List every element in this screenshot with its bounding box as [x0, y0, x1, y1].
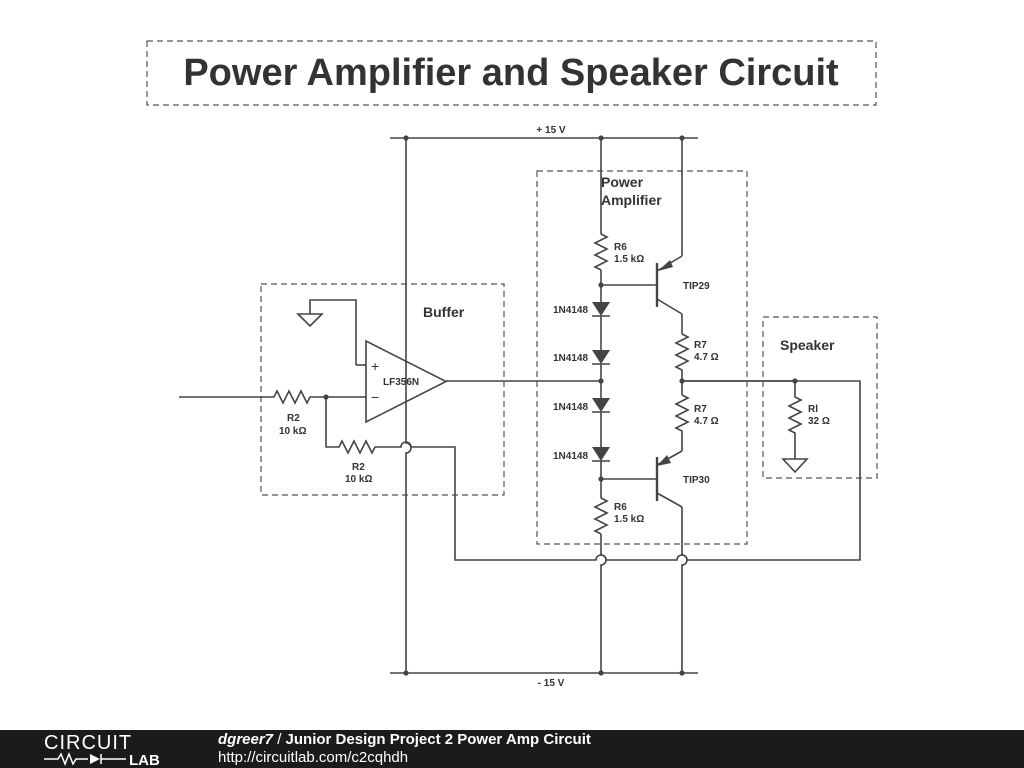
opamp-supply-wire: [405, 138, 412, 673]
speaker-load-rl: [682, 378, 809, 474]
opamp-lf356n: + − LF356N: [365, 339, 448, 424]
tip30-label: TIP30: [683, 475, 710, 486]
r7-top-value: 4.7 Ω: [694, 352, 719, 363]
page-title: Power Amplifier and Speaker Circuit: [183, 52, 839, 94]
rl-value: 32 Ω: [808, 416, 830, 427]
buffer-label: Buffer: [423, 304, 465, 320]
diode-1: [592, 302, 610, 350]
diode-2: [592, 350, 610, 398]
buffer-frame: [260, 283, 505, 496]
resistor-r7-bottom: [674, 394, 690, 451]
r6-top-name: R6: [614, 242, 627, 253]
power-amplifier-frame: [536, 170, 748, 545]
r2-input-name: R2: [287, 413, 300, 424]
r2-feedback-name: R2: [352, 462, 365, 473]
diode-4-label: 1N4148: [553, 451, 588, 462]
footer-bar: CIRCUIT LAB dgreer7 / Junior Design Proj…: [0, 730, 1024, 768]
ground-symbol-buffer: [296, 299, 357, 365]
power-amplifier-label-line1: Power: [601, 174, 644, 190]
opamp-minus-sign: −: [371, 389, 379, 405]
opamp-plus-sign: +: [371, 358, 379, 374]
diode-3-label: 1N4148: [553, 402, 588, 413]
resistor-r7-top: [674, 333, 690, 395]
diode-2-label: 1N4148: [553, 353, 588, 364]
footer-url[interactable]: http://circuitlab.com/c2cqhdh: [218, 749, 409, 766]
logo-bottom-text: LAB: [129, 752, 160, 766]
r7-top-name: R7: [694, 340, 707, 351]
r6-bottom-name: R6: [614, 502, 627, 513]
diode-3: [592, 398, 610, 447]
diode-1-label: 1N4148: [553, 305, 588, 316]
negative-rail-label: - 15 V: [538, 678, 565, 689]
circuit-schematic: Power Amplifier and Speaker Circuit Buff…: [146, 40, 878, 689]
r7-bottom-value: 4.7 Ω: [694, 416, 719, 427]
tip29-label: TIP29: [683, 281, 710, 292]
title-frame: [146, 40, 877, 106]
resistor-r2-input: [179, 389, 366, 405]
positive-rail: + 15 V: [390, 125, 698, 141]
power-amplifier-label-line2: Amplifier: [601, 192, 662, 208]
footer-project-line: dgreer7 / Junior Design Project 2 Power …: [218, 731, 591, 748]
r6-bottom-value: 1.5 kΩ: [614, 514, 644, 525]
bias-network-column: [593, 138, 609, 673]
footer-separator: /: [273, 731, 286, 748]
opamp-label: LF356N: [383, 377, 419, 388]
r7-bottom-name: R7: [694, 404, 707, 415]
logo-top-text: CIRCUIT: [44, 732, 132, 754]
transistor-tip30: [601, 450, 688, 673]
circuitlab-logo: CIRCUIT LAB: [44, 732, 160, 766]
speaker-frame: [762, 316, 878, 479]
positive-rail-label: + 15 V: [536, 125, 566, 136]
diode-4: [592, 447, 610, 492]
rl-name: Rl: [808, 404, 818, 415]
footer-author[interactable]: dgreer7: [218, 731, 274, 748]
speaker-label: Speaker: [780, 337, 835, 353]
r2-input-value: 10 kΩ: [279, 426, 306, 437]
footer-project-title[interactable]: Junior Design Project 2 Power Amp Circui…: [285, 731, 591, 748]
r2-feedback-value: 10 kΩ: [345, 474, 372, 485]
transistor-tip29: [601, 138, 683, 334]
negative-rail: - 15 V: [390, 670, 698, 689]
r6-top-value: 1.5 kΩ: [614, 254, 644, 265]
